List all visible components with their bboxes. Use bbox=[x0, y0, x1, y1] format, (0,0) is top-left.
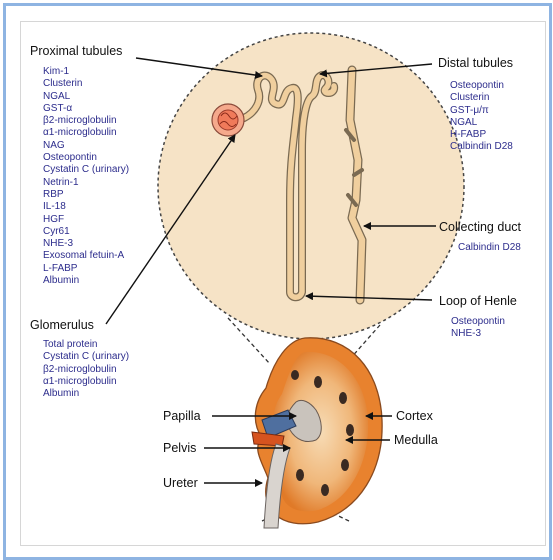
loop-of-henle-title: Loop of Henle bbox=[439, 294, 517, 308]
proximal-marker: Albumin bbox=[43, 275, 129, 287]
proximal-marker: α1-microglobulin bbox=[43, 127, 129, 139]
glomerulus-marker: Total protein bbox=[43, 339, 129, 351]
proximal-marker: L-FABP bbox=[43, 263, 129, 275]
label-cortex: Cortex bbox=[396, 409, 433, 423]
proximal-marker: Kim-1 bbox=[43, 66, 129, 78]
henle-marker: NHE-3 bbox=[451, 328, 505, 340]
proximal-marker: Exosomal fetuin-A bbox=[43, 250, 129, 262]
magnified-nephron-circle bbox=[158, 33, 464, 339]
glomerulus-marker: Albumin bbox=[43, 388, 129, 400]
proximal-marker: GST-α bbox=[43, 103, 129, 115]
distal-marker: GST-μ/π bbox=[450, 105, 513, 117]
proximal-marker: IL-18 bbox=[43, 201, 129, 213]
proximal-marker: RBP bbox=[43, 189, 129, 201]
proximal-tubules-title: Proximal tubules bbox=[30, 44, 122, 58]
proximal-marker: Cystatin C (urinary) bbox=[43, 164, 129, 176]
henle-marker: Osteopontin bbox=[451, 316, 505, 328]
distal-marker: H-FABP bbox=[450, 129, 513, 141]
distal-tubules-title: Distal tubules bbox=[438, 56, 513, 70]
distal-marker: NGAL bbox=[450, 117, 513, 129]
proximal-marker: NHE-3 bbox=[43, 238, 129, 250]
collecting-duct-title: Collecting duct bbox=[439, 220, 521, 234]
label-ureter: Ureter bbox=[163, 476, 198, 490]
glomerulus-marker: α1-microglobulin bbox=[43, 376, 129, 388]
collecting-markers-list: Calbindin D28 bbox=[458, 242, 521, 254]
glomerulus-marker: Cystatin C (urinary) bbox=[43, 351, 129, 363]
proximal-marker: HGF bbox=[43, 214, 129, 226]
label-pelvis: Pelvis bbox=[163, 441, 196, 455]
glomerulus-title: Glomerulus bbox=[30, 318, 94, 332]
proximal-marker: Clusterin bbox=[43, 78, 129, 90]
distal-marker: Clusterin bbox=[450, 92, 513, 104]
glomerulus-shape bbox=[212, 104, 244, 136]
proximal-marker: β2-microglobulin bbox=[43, 115, 129, 127]
proximal-marker: NAG bbox=[43, 140, 129, 152]
label-papilla: Papilla bbox=[163, 409, 201, 423]
distal-marker: Osteopontin bbox=[450, 80, 513, 92]
proximal-marker: Netrin-1 bbox=[43, 177, 129, 189]
label-medulla: Medulla bbox=[394, 433, 438, 447]
kidney-illustration bbox=[252, 338, 382, 528]
proximal-marker: NGAL bbox=[43, 91, 129, 103]
distal-marker: Calbindin D28 bbox=[450, 141, 513, 153]
proximal-marker: Osteopontin bbox=[43, 152, 129, 164]
collecting-marker: Calbindin D28 bbox=[458, 242, 521, 254]
proximal-marker: Cyr61 bbox=[43, 226, 129, 238]
glomerulus-marker: β2-microglobulin bbox=[43, 364, 129, 376]
